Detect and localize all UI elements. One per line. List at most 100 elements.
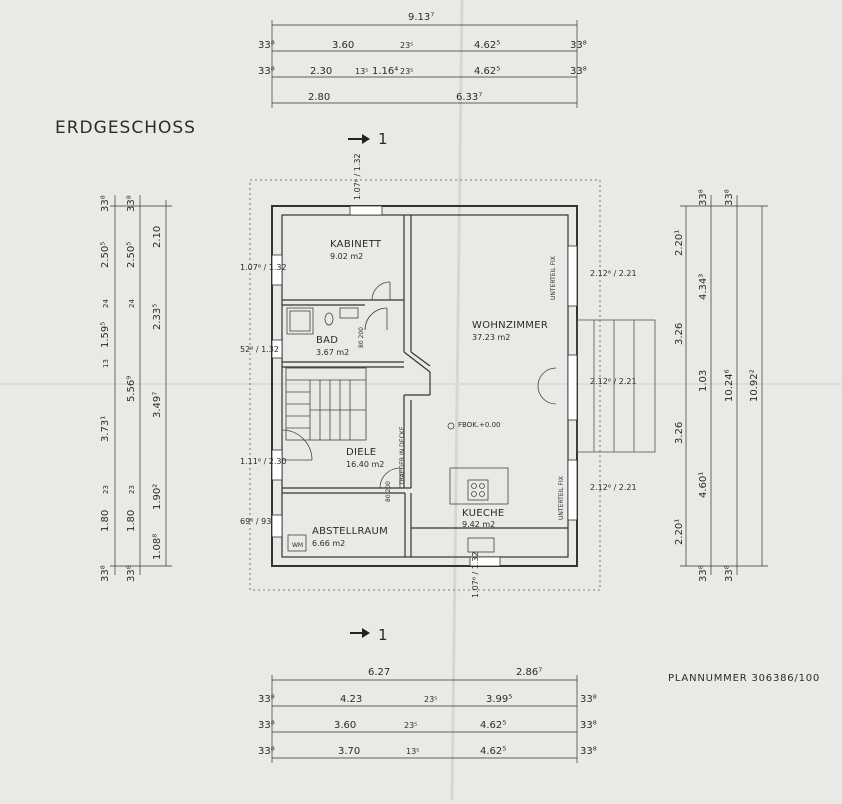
svg-text:23⁵: 23⁵ <box>424 695 437 704</box>
svg-text:24: 24 <box>128 299 136 308</box>
svg-text:23⁵: 23⁵ <box>400 67 413 76</box>
doors <box>281 281 557 489</box>
outer-walls <box>271 205 578 567</box>
svg-text:1.03: 1.03 <box>698 370 709 392</box>
room-name-abstellraum: ABSTELLRAUM <box>312 526 388 537</box>
svg-text:2.33⁵: 2.33⁵ <box>152 304 163 330</box>
opening-kueche-bottom: 1.07⁶ / 1.32 <box>471 551 480 598</box>
svg-text:3.70: 3.70 <box>338 746 360 757</box>
unterteil-fix-upper: UNTERTEIL FIX <box>550 256 557 300</box>
paper-fold <box>450 0 464 801</box>
svg-text:3.49⁷: 3.49⁷ <box>152 392 163 418</box>
svg-text:1.80: 1.80 <box>126 510 137 532</box>
svg-text:2.30: 2.30 <box>310 66 332 77</box>
svg-text:1.90²: 1.90² <box>152 484 163 510</box>
svg-text:33⁸: 33⁸ <box>698 189 709 206</box>
bad-door-size: 80 200 <box>358 327 365 348</box>
room-name-wohnzimmer: WOHNZIMMER <box>472 320 548 331</box>
svg-text:4.62⁵: 4.62⁵ <box>474 40 500 51</box>
svg-text:3.26: 3.26 <box>674 422 685 444</box>
bathroom-fixtures <box>286 307 359 335</box>
svg-text:6.33⁷: 6.33⁷ <box>456 92 482 103</box>
svg-text:23: 23 <box>128 485 136 494</box>
svg-text:2.10: 2.10 <box>152 226 163 248</box>
svg-text:1.08⁸: 1.08⁸ <box>152 534 163 560</box>
svg-text:10.24⁶: 10.24⁶ <box>724 369 735 402</box>
svg-text:33⁸: 33⁸ <box>126 565 137 582</box>
svg-text:4.60¹: 4.60¹ <box>698 472 709 498</box>
room-area-kabinett: 9.02 m2 <box>330 252 363 261</box>
svg-text:3.73¹: 3.73¹ <box>100 416 111 442</box>
svg-text:33⁸: 33⁸ <box>126 195 137 212</box>
svg-text:3.60: 3.60 <box>334 720 356 731</box>
kitchen-fixtures <box>287 467 509 553</box>
svg-text:33⁸: 33⁸ <box>258 746 275 757</box>
svg-text:2.50⁵: 2.50⁵ <box>126 242 137 268</box>
svg-text:24: 24 <box>102 299 110 308</box>
svg-text:3.60: 3.60 <box>332 40 354 51</box>
opening-bad-left: 52⁶ / 1.32 <box>240 345 279 354</box>
svg-text:33⁸: 33⁸ <box>698 565 709 582</box>
abst-door-size: 80 200 <box>385 481 392 502</box>
svg-text:5.56⁹: 5.56⁹ <box>126 376 137 402</box>
svg-text:2.80: 2.80 <box>308 92 330 103</box>
svg-text:33⁸: 33⁸ <box>258 66 275 77</box>
svg-text:33⁸: 33⁸ <box>580 694 597 705</box>
svg-text:4.23: 4.23 <box>340 694 362 705</box>
svg-text:33⁸: 33⁸ <box>570 40 587 51</box>
svg-text:4.62⁵: 4.62⁵ <box>480 720 506 731</box>
right-dimensions <box>680 195 768 575</box>
opening-kabinett-top: 1.07⁶ / 1.32 <box>353 153 362 200</box>
opening-abstellraum-left: 69⁶ / 93 <box>240 517 271 526</box>
svg-text:33⁸: 33⁸ <box>724 565 735 582</box>
inner-walls <box>282 215 568 557</box>
svg-text:4.62⁵: 4.62⁵ <box>480 746 506 757</box>
right-dimension-values: 2.20¹ 3.26 3.26 2.20¹ 33⁸ 4.34³ 1.03 4.6… <box>674 189 760 582</box>
svg-text:13: 13 <box>102 359 110 368</box>
svg-text:2.50⁵: 2.50⁵ <box>100 242 111 268</box>
svg-text:33⁸: 33⁸ <box>258 720 275 731</box>
svg-text:9.13⁷: 9.13⁷ <box>408 12 434 23</box>
terrace <box>576 319 656 453</box>
svg-text:33⁸: 33⁸ <box>258 40 275 51</box>
left-dimension-values: 33⁸ 2.50⁵ 24 1.59⁵ 13 3.73¹ 23 1.80 33⁸ … <box>100 195 163 582</box>
opening-wohnzimmer-right-1: 2.12⁶ / 2.21 <box>590 269 637 278</box>
room-area-abstellraum: 6.66 m2 <box>312 539 345 548</box>
opening-diele-left: 1.11⁶ / 2.30 <box>240 457 287 466</box>
svg-text:33⁸: 33⁸ <box>580 720 597 731</box>
svg-text:33⁸: 33⁸ <box>570 66 587 77</box>
svg-text:23⁵: 23⁵ <box>400 41 413 50</box>
section-marker-top: 1 <box>348 130 388 148</box>
svg-text:2.86⁷: 2.86⁷ <box>516 667 542 678</box>
svg-text:1: 1 <box>378 130 388 148</box>
svg-text:3.26: 3.26 <box>674 323 685 345</box>
svg-text:33⁸: 33⁸ <box>580 746 597 757</box>
opening-wohnzimmer-right-2: 2.12⁶ / 2.21 <box>590 377 637 386</box>
plan-number: PLANNUMMER 306386/100 <box>668 673 820 684</box>
svg-text:33⁸: 33⁸ <box>100 565 111 582</box>
opening-sizes: 1.07⁶ / 1.32 1.07⁶ / 1.32 52⁶ / 1.32 1.1… <box>240 153 637 598</box>
room-area-wohnzimmer: 37.23 m2 <box>472 333 510 342</box>
windows <box>271 205 578 567</box>
svg-text:1: 1 <box>378 626 388 644</box>
room-name-bad: BAD <box>316 335 338 346</box>
top-dimension-values: 9.13⁷ 33⁸ 3.60 23⁵ 4.62⁵ 33⁸ 33⁸ 2.30 13… <box>258 12 587 103</box>
svg-text:1.80: 1.80 <box>100 510 111 532</box>
opening-kabinett-left: 1.07⁶ / 1.32 <box>240 263 287 272</box>
room-name-kueche: KUECHE <box>462 508 505 519</box>
svg-text:23⁵: 23⁵ <box>404 721 417 730</box>
section-marker-bottom: 1 <box>350 626 388 644</box>
svg-text:1.59⁵: 1.59⁵ <box>100 322 111 348</box>
svg-text:23: 23 <box>102 485 110 494</box>
svg-text:33⁸: 33⁸ <box>724 189 735 206</box>
svg-text:13⁵: 13⁵ <box>355 67 368 76</box>
room-labels: KABINETT 9.02 m2 BAD 3.67 m2 DIELE 16.40… <box>312 239 548 548</box>
traeger-label: TRAEGER IN DECKE <box>399 426 406 486</box>
svg-text:10.92²: 10.92² <box>749 369 760 402</box>
floor-level-label: FBOK.+0.00 <box>458 421 500 429</box>
svg-text:6.27: 6.27 <box>368 667 390 678</box>
staircase <box>285 367 367 441</box>
svg-text:4.62⁵: 4.62⁵ <box>474 66 500 77</box>
